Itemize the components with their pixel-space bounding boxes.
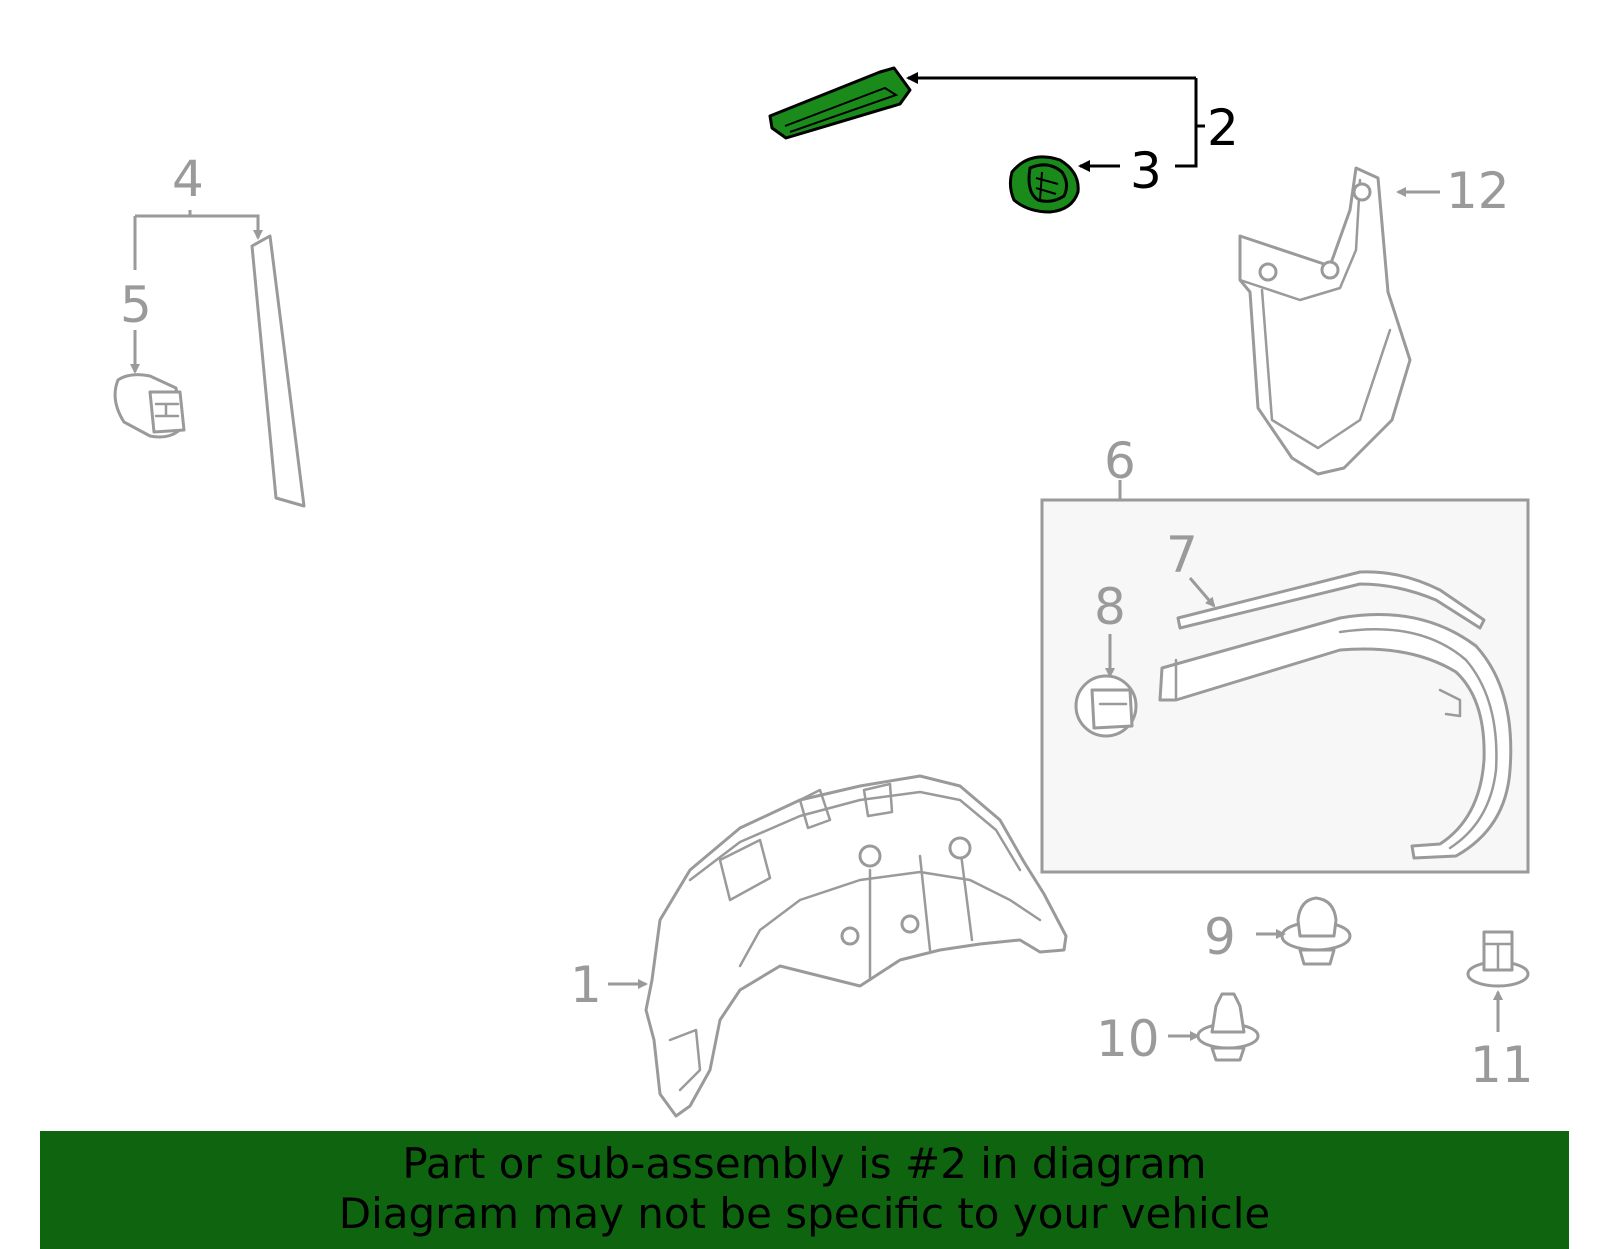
fender-flare[interactable] xyxy=(1158,613,1513,860)
callout-9: 9 xyxy=(1204,908,1236,966)
banner-line-1: Part or sub-assembly is #2 in diagram xyxy=(402,1139,1207,1188)
callout-2: 2 xyxy=(1207,99,1239,157)
part-1-wheelhouse-liner[interactable] xyxy=(644,774,1068,1118)
callout-5: 5 xyxy=(120,276,152,334)
info-banner: Part or sub-assembly is #2 in diagram Di… xyxy=(40,1131,1569,1249)
part-11-push-pin[interactable] xyxy=(1466,930,1530,988)
part-4-pillar-molding[interactable] xyxy=(250,234,306,508)
part-2-trim-molding[interactable] xyxy=(768,66,912,140)
part-12-mud-flap[interactable] xyxy=(1238,166,1412,476)
callout-12: 12 xyxy=(1446,162,1510,220)
callout-7: 7 xyxy=(1166,526,1198,584)
callout-3: 3 xyxy=(1130,142,1162,200)
part-8-grommet[interactable] xyxy=(1074,674,1138,738)
part-5-clip[interactable] xyxy=(113,373,186,439)
callout-1: 1 xyxy=(570,956,602,1014)
callout-11: 11 xyxy=(1470,1036,1534,1094)
callout-10: 10 xyxy=(1096,1010,1160,1068)
leader-2-bracket xyxy=(1175,78,1205,168)
part-10-push-pin[interactable] xyxy=(1196,992,1260,1062)
callout-8: 8 xyxy=(1094,578,1126,636)
banner-line-2: Diagram may not be specific to your vehi… xyxy=(338,1189,1271,1238)
callout-6: 6 xyxy=(1104,432,1136,490)
part-7-molding-strip[interactable] xyxy=(1176,570,1486,630)
callout-4: 4 xyxy=(172,150,204,208)
part-9-push-pin[interactable] xyxy=(1280,896,1352,966)
part-3-clip[interactable] xyxy=(1008,155,1080,214)
